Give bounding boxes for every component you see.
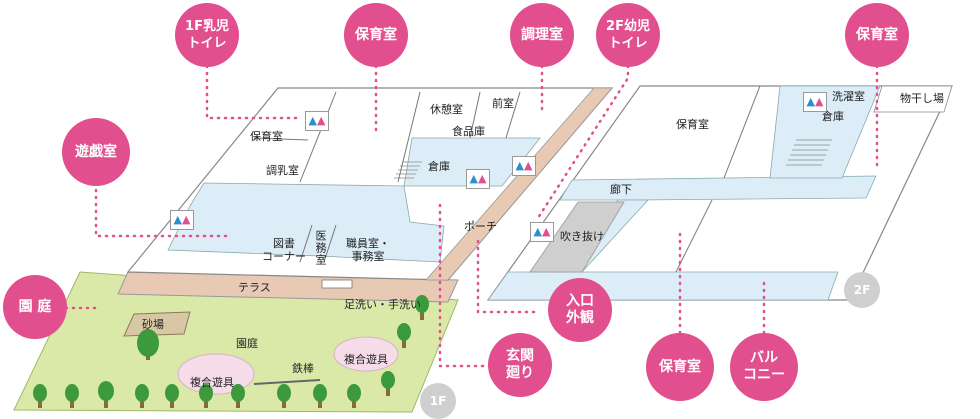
tree [199,384,213,408]
tree [165,384,179,408]
floor1-building [13,87,614,413]
callout-2f-child-toilet: 2F幼児 トイレ [596,3,660,67]
floor2-corridor [559,175,877,201]
balcony-strip [487,271,839,301]
atrium-void [529,201,625,273]
callout-1f-infant-toilet: 1F乳児 トイレ [175,3,239,67]
tree [137,329,159,360]
label-1f-break-room: 休憩室 [430,103,463,116]
toilet-icon-2f-laundry: ▲▲ [803,92,827,112]
toilet-icon-2f-child: ▲▲ [530,222,554,242]
tree [415,295,429,320]
label-2f-drying: 物干し場 [900,92,944,105]
drying-area [873,85,953,113]
callout-entrance-view: 入口 外観 [548,278,612,342]
wall-line [299,91,337,183]
wall-line [323,224,337,263]
tree [33,384,47,408]
tree [397,323,411,348]
iron-bar [253,379,321,385]
play-equipment-1 [177,353,255,395]
callout-nursery-room-1: 保育室 [344,3,408,67]
callout-kitchen: 調理室 [510,3,574,67]
callout-nursery-room-3: 保育室 [646,333,714,401]
toilet-icon-1f-east-a: ▲▲ [466,169,490,189]
label-1f-milk-prep: 調乳室 [266,164,299,177]
foot-wash-basin [321,279,353,289]
garden-trees [33,295,429,408]
label-1f-garden: 園庭 [236,337,258,350]
label-2f-laundry: 洗濯室 [832,90,865,103]
label-1f-medical: 医務室 [314,230,327,266]
callout-leaders [64,64,879,368]
floor1-corridor [167,182,445,263]
floor1-badge: 1F [420,383,456,419]
toilet-icon-playroom: ▲▲ [170,210,194,230]
tree [98,381,114,408]
tree [135,384,149,408]
label-1f-front-room: 前室 [492,97,514,110]
wall-line [397,91,421,183]
sandbox [123,311,191,337]
wall-line [723,85,761,179]
toilet-icon-1f-infant: ▲▲ [305,111,329,131]
label-1f-combo-play-2: 複合遊具 [344,353,388,366]
stairs-2f [786,139,832,166]
label-1f-staff-office: 職員室・ 事務室 [346,237,390,263]
tree [231,384,245,408]
tree [65,384,79,408]
callout-balcony: バル コニー [730,333,798,401]
tree [381,371,395,396]
label-1f-iron-bar: 鉄棒 [292,362,314,375]
play-equipment-2 [333,336,399,372]
tree [347,384,361,408]
wall-line [299,224,313,263]
callout-nursery-room-2: 保育室 [845,3,909,67]
wall-line [675,199,713,273]
label-2f-atrium: 吹き抜け [560,230,604,243]
porch-ramp [425,87,613,281]
stairs-1f [394,161,422,179]
wall-line [505,91,521,139]
label-2f-storage: 倉庫 [822,110,844,123]
wall-line [469,91,481,139]
callout-entrance-area: 玄関 廻り [488,333,552,397]
label-1f-nursery: 保育室 [250,130,283,143]
label-1f-combo-play-1: 複合遊具 [190,376,234,389]
label-1f-sandbox: 砂場 [142,318,164,331]
label-1f-food-storage: 食品庫 [452,125,485,138]
label-1f-porch: ポーチ [464,220,497,233]
label-1f-storage: 倉庫 [428,160,450,173]
toilet-icon-1f-east-b: ▲▲ [512,156,536,176]
tree [313,384,327,408]
wall-line [253,137,309,141]
callout-playroom: 遊戯室 [62,118,130,186]
callout-garden: 園 庭 [3,275,67,339]
floor2-badge: 2F [844,272,880,308]
label-1f-terrace: テラス [238,281,271,294]
label-2f-corridor: 廊下 [610,183,632,196]
label-1f-foot-wash: 足洗い・手洗い [344,298,421,311]
tree [277,384,291,408]
label-1f-library: 図書 コーナー [262,237,306,263]
label-2f-nursery: 保育室 [676,118,709,131]
